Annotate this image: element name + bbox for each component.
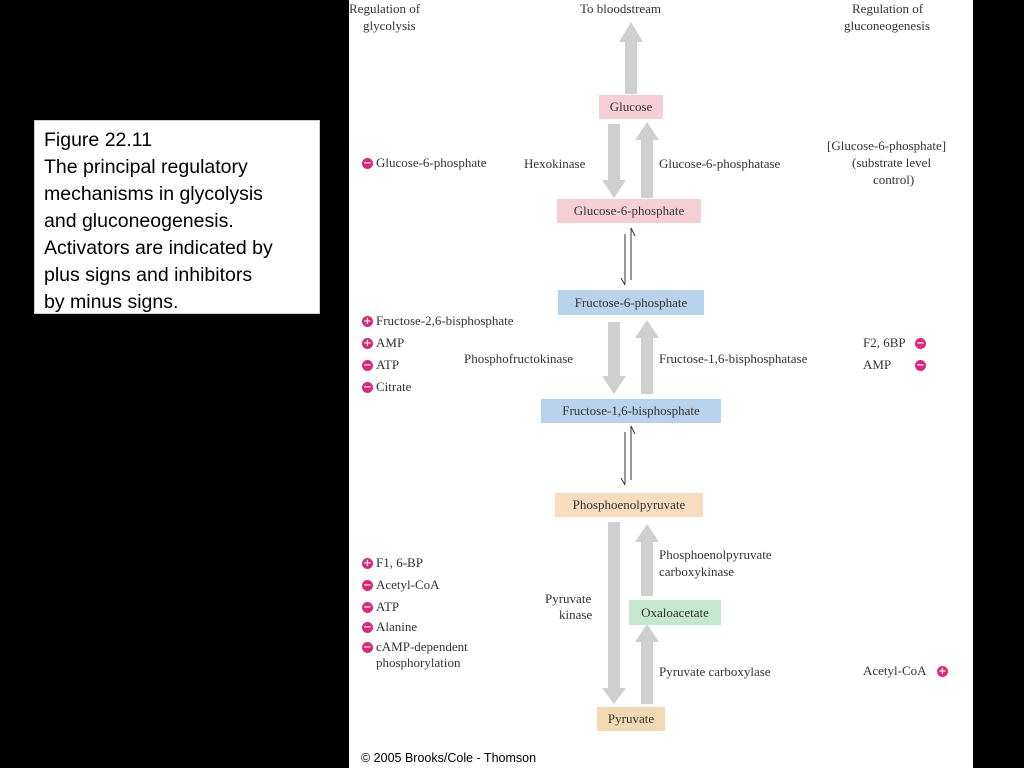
inhibitor-icon: − bbox=[915, 360, 926, 371]
oxaloacetate-box: Oxaloacetate bbox=[629, 600, 721, 625]
phosphoenolpyruvate-box: Phosphoenolpyruvate bbox=[555, 493, 703, 517]
g6pase-regulator-line3: control) bbox=[873, 172, 915, 187]
regulator-label: Acetyl-CoA bbox=[863, 663, 927, 678]
gluconeogenesis-header-line2: gluconeogenesis bbox=[844, 18, 930, 33]
regulator-label: ATP bbox=[376, 357, 400, 372]
arrow-hexokinase bbox=[602, 124, 626, 198]
caption-line: plus signs and inhibitors bbox=[44, 264, 253, 286]
arrow-pepck bbox=[635, 524, 659, 596]
pyruvate-box: Pyruvate bbox=[597, 707, 665, 731]
enzyme-phosphofructokinase: Phosphofructokinase bbox=[464, 351, 574, 366]
glucose-box: Glucose bbox=[599, 95, 663, 119]
enzyme-pepck-line2: carboxykinase bbox=[659, 564, 735, 579]
caption-line: by minus signs. bbox=[44, 291, 179, 313]
regulator-label: AMP bbox=[863, 357, 892, 372]
glycolysis-header-line2: glycolysis bbox=[363, 18, 416, 33]
inhibitor-icon: − bbox=[362, 382, 373, 393]
regulator-label: Citrate bbox=[376, 379, 412, 394]
arrow-fructose-1-6-bisphosphatase bbox=[635, 320, 659, 394]
activator-icon: + bbox=[362, 338, 373, 349]
regulator-label: ATP bbox=[376, 599, 400, 614]
inhibitor-icon: − bbox=[362, 158, 373, 169]
g6pase-regulator-line1: [Glucose-6-phosphate] bbox=[827, 138, 947, 153]
bloodstream-label: To bloodstream bbox=[580, 1, 662, 16]
figure-caption: Figure 22.11 The principal regulatory me… bbox=[34, 120, 320, 314]
activator-icon: + bbox=[362, 316, 373, 327]
regulator-label: cAMP-dependent bbox=[376, 639, 468, 654]
fructose-6-phosphate-box: Fructose-6-phosphate bbox=[558, 290, 704, 315]
caption-line: The principal regulatory bbox=[44, 156, 248, 178]
glucose-6-phosphate-box: Glucose-6-phosphate bbox=[557, 199, 701, 223]
caption-line: mechanisms in glycolysis bbox=[44, 183, 263, 205]
arrow-layer bbox=[602, 22, 659, 704]
arrow-phosphofructokinase bbox=[602, 322, 626, 394]
inhibitor-icon: − bbox=[915, 338, 926, 349]
enzyme-hexokinase: Hexokinase bbox=[524, 156, 586, 171]
enzyme-pyruvate-kinase-line2: kinase bbox=[559, 607, 593, 622]
regulator-label: Glucose-6-phosphate bbox=[376, 155, 487, 170]
regulator-label: Alanine bbox=[376, 619, 418, 634]
inhibitor-icon: − bbox=[362, 360, 373, 371]
activator-icon: + bbox=[362, 558, 373, 569]
arrow-to-bloodstream bbox=[619, 22, 643, 94]
regulator-label: AMP bbox=[376, 335, 405, 350]
inhibitor-icon: − bbox=[362, 580, 373, 591]
enzyme-pyruvate-kinase-line1: Pyruvate bbox=[545, 591, 592, 606]
enzyme-pyruvate-carboxylase: Pyruvate carboxylase bbox=[659, 664, 771, 679]
inhibitor-icon: − bbox=[362, 602, 373, 613]
copyright-notice: © 2005 Brooks/Cole - Thomson bbox=[361, 751, 537, 765]
regulator-label-continued: phosphorylation bbox=[376, 655, 461, 670]
gluconeogenesis-header-line1: Regulation of bbox=[852, 1, 924, 16]
arrow-f16bp-pep bbox=[620, 425, 636, 486]
enzyme-glucose-6-phosphatase: Glucose-6-phosphatase bbox=[659, 156, 781, 171]
inhibitor-icon: − bbox=[362, 622, 373, 633]
regulator-label: Acetyl-CoA bbox=[376, 577, 440, 592]
arrow-pyruvate-carboxylase bbox=[635, 624, 659, 704]
enzyme-fructose-1-6-bisphosphatase: Fructose-1,6-bisphosphatase bbox=[659, 351, 808, 366]
g6pase-regulator-line2: (substrate level bbox=[852, 155, 932, 170]
regulator-label: F2, 6BP bbox=[863, 335, 906, 350]
pathway-diagram: Regulation of glycolysis To bloodstream … bbox=[349, 0, 973, 768]
arrow-pyruvate-kinase bbox=[602, 522, 626, 704]
regulator-label: F1, 6-BP bbox=[376, 555, 423, 570]
caption-line: Figure 22.11 bbox=[44, 129, 153, 151]
inhibitor-icon: − bbox=[362, 642, 373, 653]
caption-line: and gluconeogenesis. bbox=[44, 210, 234, 232]
fructose-1-6-bisphosphate-box: Fructose-1,6-bisphosphate bbox=[541, 399, 721, 423]
caption-line: Activators are indicated by bbox=[44, 237, 273, 259]
activator-icon: + bbox=[937, 666, 948, 677]
arrow-glucose-6-phosphatase bbox=[635, 122, 659, 198]
glycolysis-header-line1: Regulation of bbox=[349, 1, 421, 16]
arrow-g6p-f6p bbox=[620, 227, 636, 286]
regulator-label: Fructose-2,6-bisphosphate bbox=[376, 313, 514, 328]
enzyme-pepck-line1: Phosphoenolpyruvate bbox=[659, 547, 772, 562]
